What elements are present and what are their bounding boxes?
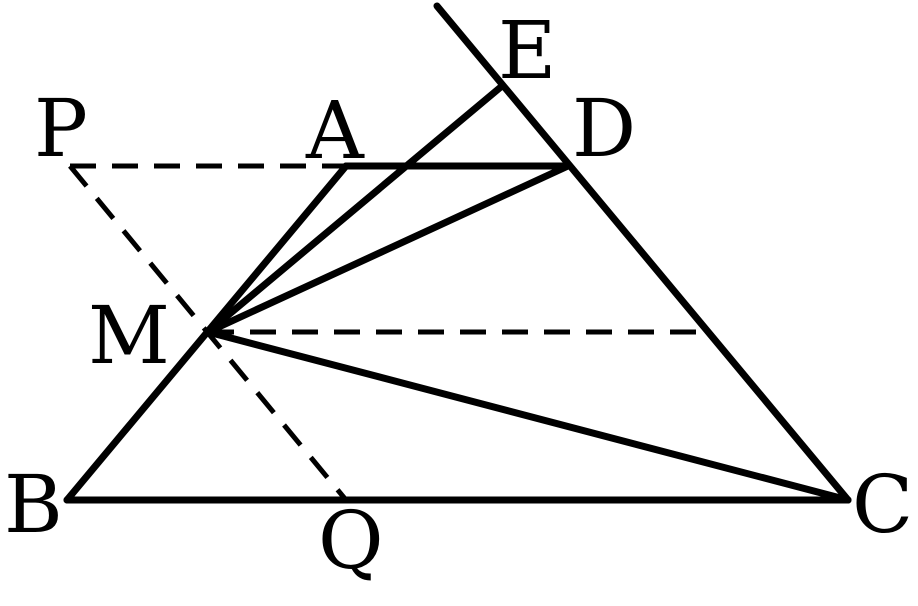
label-e: E: [498, 4, 556, 97]
segment-me: [204, 82, 506, 336]
label-m: M: [88, 289, 170, 382]
label-b: B: [4, 458, 63, 551]
label-a: A: [305, 84, 365, 177]
label-q: Q: [318, 494, 384, 587]
label-c: C: [852, 458, 913, 551]
segment-md: [204, 162, 572, 336]
label-p: P: [34, 82, 88, 175]
line-ce-extended: [433, 2, 852, 504]
label-d: D: [572, 82, 636, 175]
segment-mc: [204, 328, 852, 504]
